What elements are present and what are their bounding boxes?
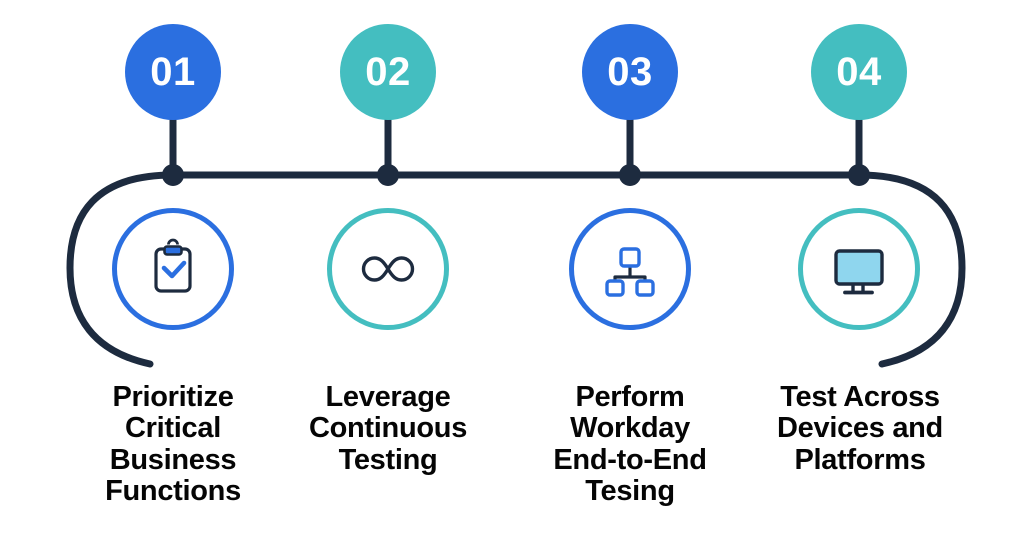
caption-line: Perform [575,381,685,413]
step-badge-4[interactable]: 04 [811,24,907,120]
rail-node-3 [619,164,641,186]
caption-line: End-to-End [553,443,707,476]
caption-line: Leverage [325,381,451,413]
step-number-3: 03 [607,50,653,94]
step-number-4: 04 [836,50,882,94]
caption-line: Devices and [777,412,943,445]
caption-line: Platforms [794,443,926,476]
step-badge-1[interactable]: 01 [125,24,221,120]
step-icon-ring-4[interactable] [798,208,920,330]
caption-line: Functions [105,474,241,507]
step-badge-3[interactable]: 03 [582,24,678,120]
step-icon-ring-2[interactable] [327,208,449,330]
step-number-2: 02 [365,50,411,94]
caption-line: Critical [125,412,221,445]
rail-node-4 [848,164,870,186]
caption-line: Tesing [585,474,675,507]
step-icon-ring-3[interactable] [569,208,691,330]
caption-line: Prioritize [112,381,234,413]
caption-line: Business [109,443,237,476]
caption-line: Testing [338,443,438,476]
caption-line: Continuous [308,412,468,445]
hierarchy-icon [598,237,662,301]
step-badge-2[interactable]: 02 [340,24,436,120]
step-number-1: 01 [150,50,196,94]
step-caption-4: Test Across Devices and Platforms [740,381,980,476]
step-caption-1: Prioritize Critical Business Functions [53,381,293,507]
step-caption-3: Perform Workday End-to-End Tesing [510,381,750,507]
clipboard-check-icon [141,237,205,301]
caption-line: Test Across [780,381,940,413]
rail-node-1 [162,164,184,186]
step-icon-ring-1[interactable] [112,208,234,330]
rail-node-2 [377,164,399,186]
caption-line: Workday [570,412,690,445]
step-caption-2: Leverage Continuous Testing [268,381,508,476]
monitor-icon [827,237,891,301]
infinity-icon [356,237,420,301]
